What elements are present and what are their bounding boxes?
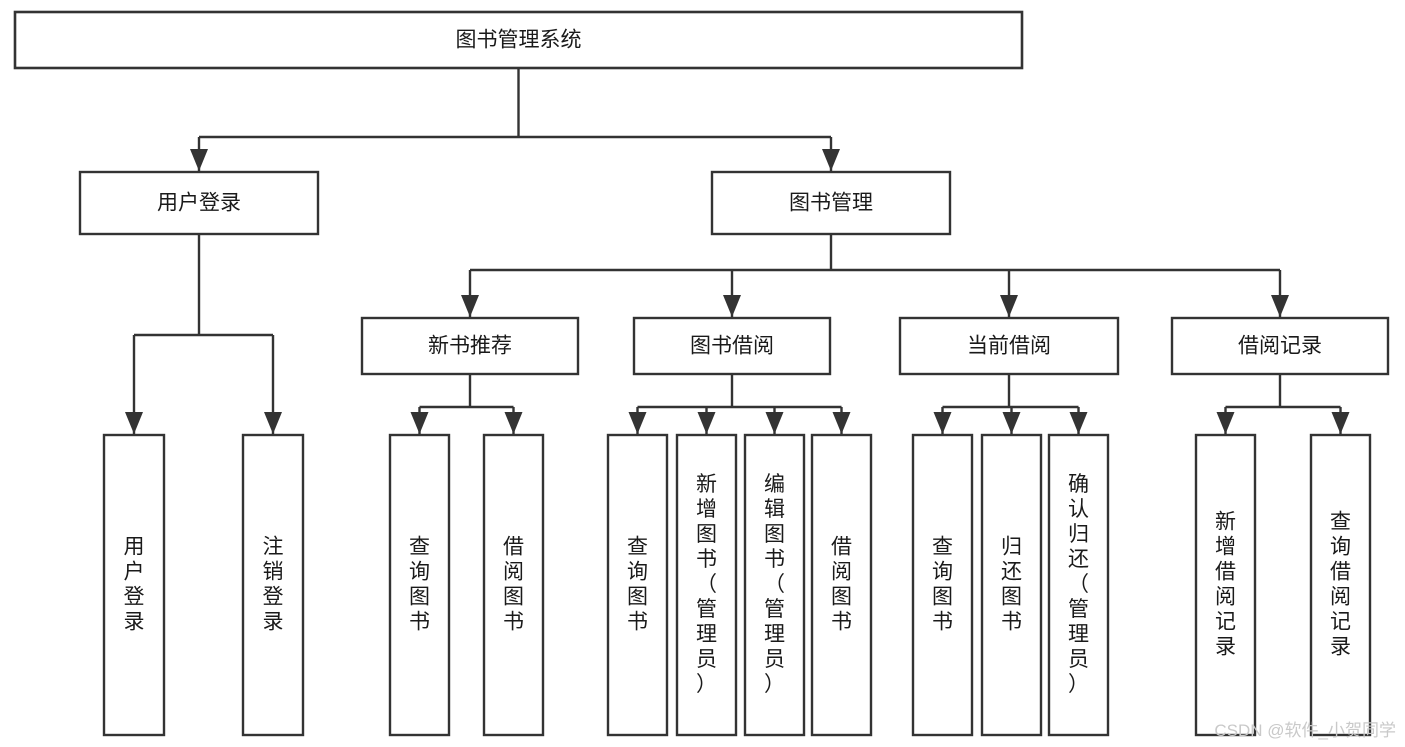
node-box-borrow-record[interactable]: [1170, 316, 1390, 376]
node-box-user-login[interactable]: [78, 170, 320, 236]
node-book-borrow[interactable]: 图书借阅: [632, 316, 832, 376]
arrow-head-icon: [832, 412, 851, 434]
node-box-leaf-add-book[interactable]: [675, 433, 738, 737]
arrow-head-icon: [1000, 295, 1018, 317]
node-leaf-query-record[interactable]: 查询借阅记录: [1309, 433, 1372, 737]
arrow-head-icon: [765, 412, 784, 434]
node-label-leaf-return-book: 归还图书: [1001, 535, 1022, 633]
node-label-leaf-add-book: 新增图书（管理员）: [696, 473, 717, 696]
node-label-leaf-confirm-return: 确认归还（管理员）: [1068, 473, 1089, 696]
node-label-leaf-add-record: 新增借阅记录: [1215, 510, 1236, 658]
node-label-leaf-logout: 注销登录: [263, 535, 284, 633]
node-label-leaf-query-book-1: 查询图书: [409, 535, 430, 633]
node-leaf-query-book-1[interactable]: 查询图书: [388, 433, 451, 737]
arrow-head-icon: [933, 412, 952, 434]
node-new-book-recommend[interactable]: 新书推荐: [360, 316, 580, 376]
node-user-login[interactable]: 用户登录: [78, 170, 320, 236]
node-label-leaf-user-login: 用户登录: [124, 535, 145, 633]
node-box-leaf-query-book-1[interactable]: [388, 433, 451, 737]
node-leaf-return-book[interactable]: 归还图书: [980, 433, 1043, 737]
arrow-head-icon: [697, 412, 716, 434]
arrow-head-icon: [1216, 412, 1235, 434]
node-box-leaf-add-record[interactable]: [1194, 433, 1257, 737]
arrow-head-icon: [723, 295, 741, 317]
node-box-leaf-borrow-book-1[interactable]: [482, 433, 545, 737]
node-box-leaf-edit-book[interactable]: [743, 433, 806, 737]
node-leaf-add-record[interactable]: 新增借阅记录: [1194, 433, 1257, 737]
arrow-head-icon: [264, 412, 282, 434]
node-layer: 图书管理系统用户登录图书管理用户登录注销登录新书推荐查询图书借阅图书图书借阅查询…: [13, 10, 1390, 737]
node-label-borrow-record: 借阅记录: [1238, 335, 1322, 358]
node-label-book-borrow: 图书借阅: [690, 335, 774, 358]
node-label-new-book-recommend: 新书推荐: [428, 335, 512, 358]
node-book-manage[interactable]: 图书管理: [710, 170, 952, 236]
node-leaf-query-book-2[interactable]: 查询图书: [606, 433, 669, 737]
node-box-leaf-user-login[interactable]: [102, 433, 166, 737]
node-label-leaf-query-book-3: 查询图书: [932, 535, 953, 633]
node-box-leaf-query-record[interactable]: [1309, 433, 1372, 737]
node-borrow-record[interactable]: 借阅记录: [1170, 316, 1390, 376]
node-leaf-logout[interactable]: 注销登录: [241, 433, 305, 737]
node-leaf-query-book-3[interactable]: 查询图书: [911, 433, 974, 737]
node-leaf-borrow-book-2[interactable]: 借阅图书: [810, 433, 873, 737]
node-label-book-manage: 图书管理: [789, 192, 873, 215]
arrow-head-icon: [628, 412, 647, 434]
node-box-leaf-return-book[interactable]: [980, 433, 1043, 737]
arrow-head-icon: [504, 412, 523, 434]
node-box-book-manage[interactable]: [710, 170, 952, 236]
node-label-leaf-edit-book: 编辑图书（管理员）: [764, 473, 785, 696]
csdn-watermark: CSDN @软件_小贺同学: [1214, 721, 1396, 740]
arrow-head-icon: [410, 412, 429, 434]
arrow-head-icon: [125, 412, 143, 434]
node-leaf-user-login[interactable]: 用户登录: [102, 433, 166, 737]
node-box-leaf-logout[interactable]: [241, 433, 305, 737]
node-leaf-add-book[interactable]: 新增图书（管理员）: [675, 433, 738, 737]
connector-layer: [125, 68, 1350, 434]
node-leaf-confirm-return[interactable]: 确认归还（管理员）: [1047, 433, 1110, 737]
node-box-leaf-borrow-book-2[interactable]: [810, 433, 873, 737]
arrow-head-icon: [1002, 412, 1021, 434]
node-box-leaf-query-book-2[interactable]: [606, 433, 669, 737]
node-box-new-book-recommend[interactable]: [360, 316, 580, 376]
node-box-book-borrow[interactable]: [632, 316, 832, 376]
arrow-head-icon: [1271, 295, 1289, 317]
node-box-undefined[interactable]: [13, 10, 1024, 70]
node-label-leaf-borrow-book-2: 借阅图书: [831, 535, 852, 633]
node-label-leaf-query-record: 查询借阅记录: [1330, 510, 1351, 658]
node-label-leaf-query-book-2: 查询图书: [627, 535, 648, 633]
node-undefined[interactable]: 图书管理系统: [13, 10, 1024, 70]
node-current-borrow[interactable]: 当前借阅: [898, 316, 1120, 376]
node-label-leaf-borrow-book-1: 借阅图书: [503, 535, 524, 633]
node-box-leaf-query-book-3[interactable]: [911, 433, 974, 737]
node-box-current-borrow[interactable]: [898, 316, 1120, 376]
node-leaf-edit-book[interactable]: 编辑图书（管理员）: [743, 433, 806, 737]
arrow-head-icon: [461, 295, 479, 317]
node-leaf-borrow-book-1[interactable]: 借阅图书: [482, 433, 545, 737]
node-label-user-login: 用户登录: [157, 192, 241, 215]
arrow-head-icon: [1069, 412, 1088, 434]
node-box-leaf-confirm-return[interactable]: [1047, 433, 1110, 737]
arrow-head-icon: [1331, 412, 1350, 434]
node-label-current-borrow: 当前借阅: [967, 335, 1051, 358]
node-label-undefined: 图书管理系统: [456, 29, 582, 52]
arrow-head-icon: [822, 149, 840, 171]
arrow-head-icon: [190, 149, 208, 171]
